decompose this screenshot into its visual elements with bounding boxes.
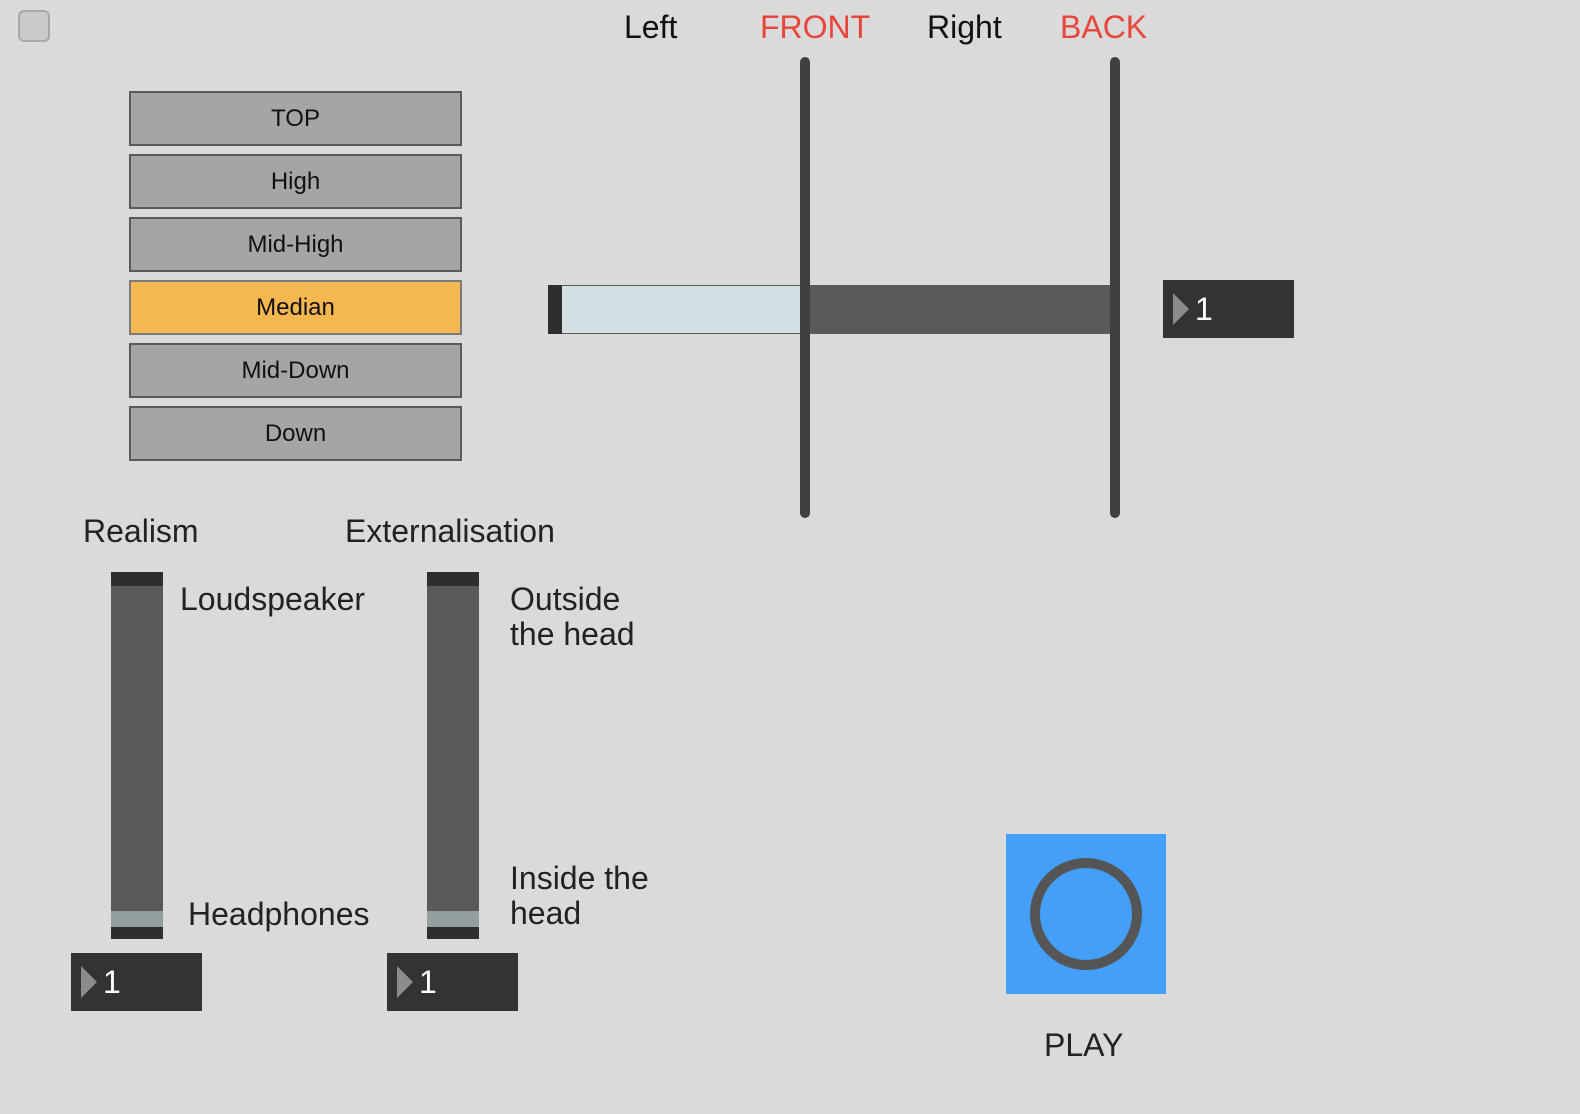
realism-slider[interactable]	[111, 572, 163, 939]
elevation-button-top[interactable]: TOP	[129, 91, 462, 146]
azimuth-number-box[interactable]: 1	[1163, 280, 1294, 338]
elevation-button-list: TOP High Mid-High Median Mid-Down Down	[129, 91, 462, 469]
realism-title: Realism	[83, 513, 199, 549]
externalisation-number-box[interactable]: 1	[387, 953, 518, 1011]
externalisation-number-value: 1	[419, 964, 437, 1000]
azimuth-number-value: 1	[1195, 291, 1213, 327]
circle-ring-icon	[1030, 858, 1142, 970]
externalisation-bottom-label: Inside the head	[510, 860, 649, 931]
externalisation-top-label: Outside the head	[510, 581, 635, 652]
direction-label-front: FRONT	[760, 9, 871, 45]
elevation-button-mid-down[interactable]: Mid-Down	[129, 343, 462, 398]
elevation-button-median[interactable]: Median	[129, 280, 462, 335]
elevation-button-high[interactable]: High	[129, 154, 462, 209]
azimuth-slider-fill	[562, 286, 803, 333]
azimuth-slider[interactable]	[548, 285, 1110, 334]
corner-toggle[interactable]	[18, 10, 50, 42]
elevation-button-mid-high[interactable]: Mid-High	[129, 217, 462, 272]
externalisation-slider-bottom-cap	[427, 927, 479, 939]
realism-slider-top-cap	[111, 572, 163, 586]
externalisation-title: Externalisation	[345, 513, 555, 549]
number-box-arrow-icon	[1173, 293, 1189, 325]
realism-top-label: Loudspeaker	[180, 581, 366, 617]
play-button[interactable]	[1006, 834, 1166, 994]
front-divider-line	[800, 57, 810, 518]
externalisation-slider-thumb[interactable]	[427, 911, 479, 927]
realism-number-box[interactable]: 1	[71, 953, 202, 1011]
realism-slider-bottom-cap	[111, 927, 163, 939]
number-box-arrow-icon	[397, 966, 413, 998]
realism-slider-thumb[interactable]	[111, 911, 163, 927]
externalisation-slider[interactable]	[427, 572, 479, 939]
elevation-button-down[interactable]: Down	[129, 406, 462, 461]
number-box-arrow-icon	[81, 966, 97, 998]
direction-label-back: BACK	[1060, 9, 1148, 45]
back-divider-line	[1110, 57, 1120, 518]
direction-label-right: Right	[927, 9, 1002, 45]
externalisation-slider-top-cap	[427, 572, 479, 586]
direction-label-left: Left	[624, 9, 678, 45]
realism-number-value: 1	[103, 964, 121, 1000]
play-label: PLAY	[1044, 1027, 1124, 1063]
azimuth-slider-handle[interactable]	[548, 285, 562, 334]
realism-bottom-label: Headphones	[188, 896, 370, 932]
